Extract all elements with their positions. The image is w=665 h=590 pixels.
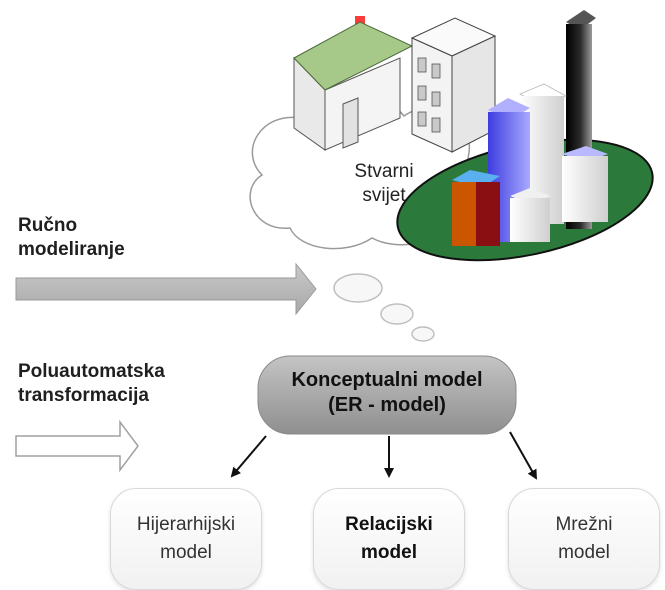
arrow-to-network	[509, 431, 537, 480]
thought-bubble-medium	[380, 303, 414, 325]
semiauto-label-line2: transformacija	[18, 384, 149, 406]
thought-bubble-large	[333, 273, 383, 303]
world-label: Stvarni svijet	[329, 160, 439, 208]
conceptual-line1: Konceptualni model	[291, 369, 483, 391]
relational-line1: Relacijski	[345, 514, 433, 536]
house-illustration	[293, 16, 414, 151]
manual-label-line1: Ručno	[18, 215, 78, 236]
manual-modeling-label: Ručno modeliranje	[18, 214, 125, 262]
hierarchical-line2: model	[160, 542, 212, 563]
relational-model-box: Relacijski model	[313, 488, 465, 590]
manual-modeling-arrow	[15, 262, 317, 316]
network-line2: model	[558, 542, 610, 563]
arrow-to-hierarchical	[230, 435, 267, 478]
conceptual-line2: (ER - model)	[328, 394, 446, 416]
thought-bubble-small	[411, 326, 435, 342]
network-model-box: Mrežni model	[508, 488, 660, 590]
diagram-graphics	[15, 10, 654, 480]
small-buildings-illustration	[510, 146, 608, 242]
hierarchical-model-box: Hijerarhijski model	[110, 488, 262, 590]
hierarchical-line1: Hijerarhijski	[136, 514, 236, 536]
world-label-line1: Stvarni	[354, 161, 414, 182]
semiauto-label-line1: Poluautomatska	[18, 361, 165, 382]
diagram-canvas: Stvarni svijet Ručno modeliranje Poluaut…	[15, 10, 660, 590]
conceptual-model-label: Konceptualni model (ER - model)	[257, 368, 517, 418]
semiauto-transformation-arrow	[15, 419, 139, 473]
semiauto-transformation-label: Poluautomatska transformacija	[18, 360, 165, 408]
manual-label-line2: modeliranje	[18, 238, 125, 260]
conceptual-model-box	[257, 355, 517, 435]
network-line1: Mrežni	[555, 514, 613, 536]
orange-block-illustration	[452, 170, 500, 246]
office-building-illustration	[410, 17, 497, 153]
world-label-line2: svijet	[362, 184, 406, 206]
relational-line2: model	[361, 542, 417, 563]
